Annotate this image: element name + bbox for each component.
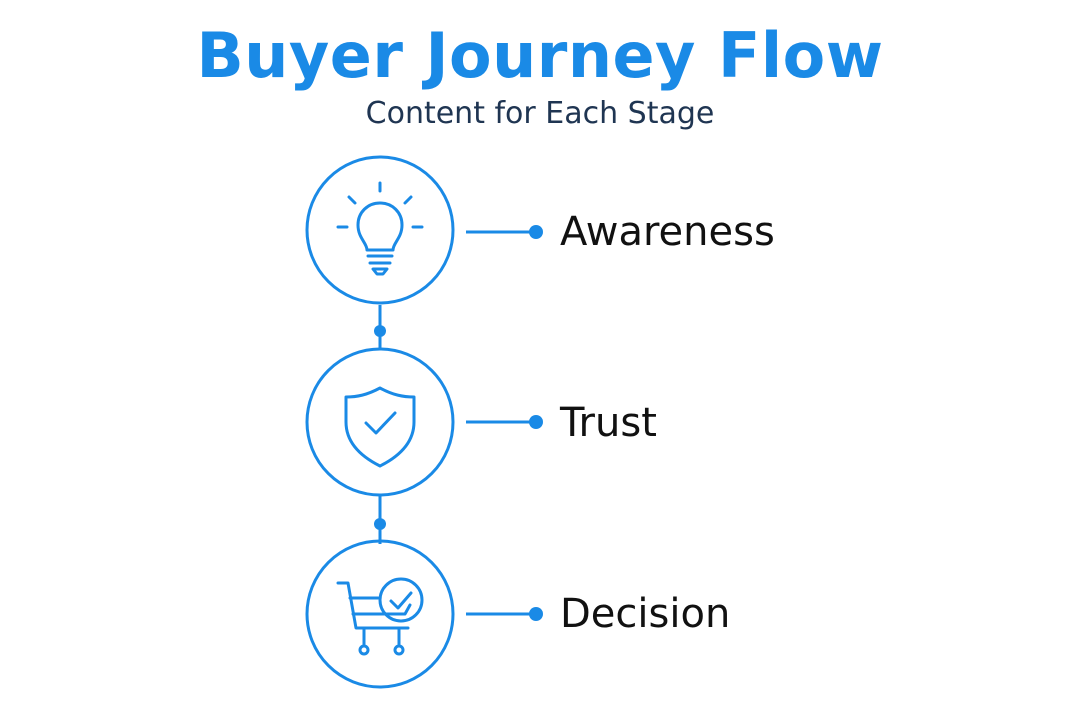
vertical-connector — [374, 305, 386, 349]
shield-check-icon — [344, 386, 416, 468]
stage-circle — [305, 155, 455, 305]
stage-decision — [305, 539, 543, 689]
stage-circle — [305, 539, 455, 689]
lightbulb-icon — [336, 181, 424, 276]
diagram-title: Buyer Journey Flow — [196, 19, 884, 92]
stage-label-trust: Trust — [560, 400, 657, 446]
stage-connector — [466, 607, 543, 621]
stage-connector — [466, 225, 543, 239]
stage-connector — [466, 415, 543, 429]
stage-awareness — [305, 155, 543, 305]
stage-circle — [305, 347, 455, 497]
stage-label-decision: Decision — [560, 591, 731, 637]
stage-trust — [305, 347, 543, 497]
stage-label-awareness: Awareness — [560, 209, 775, 255]
cart-check-icon — [336, 577, 424, 656]
vertical-connector — [374, 495, 386, 544]
diagram-subtitle: Content for Each Stage — [365, 96, 715, 131]
